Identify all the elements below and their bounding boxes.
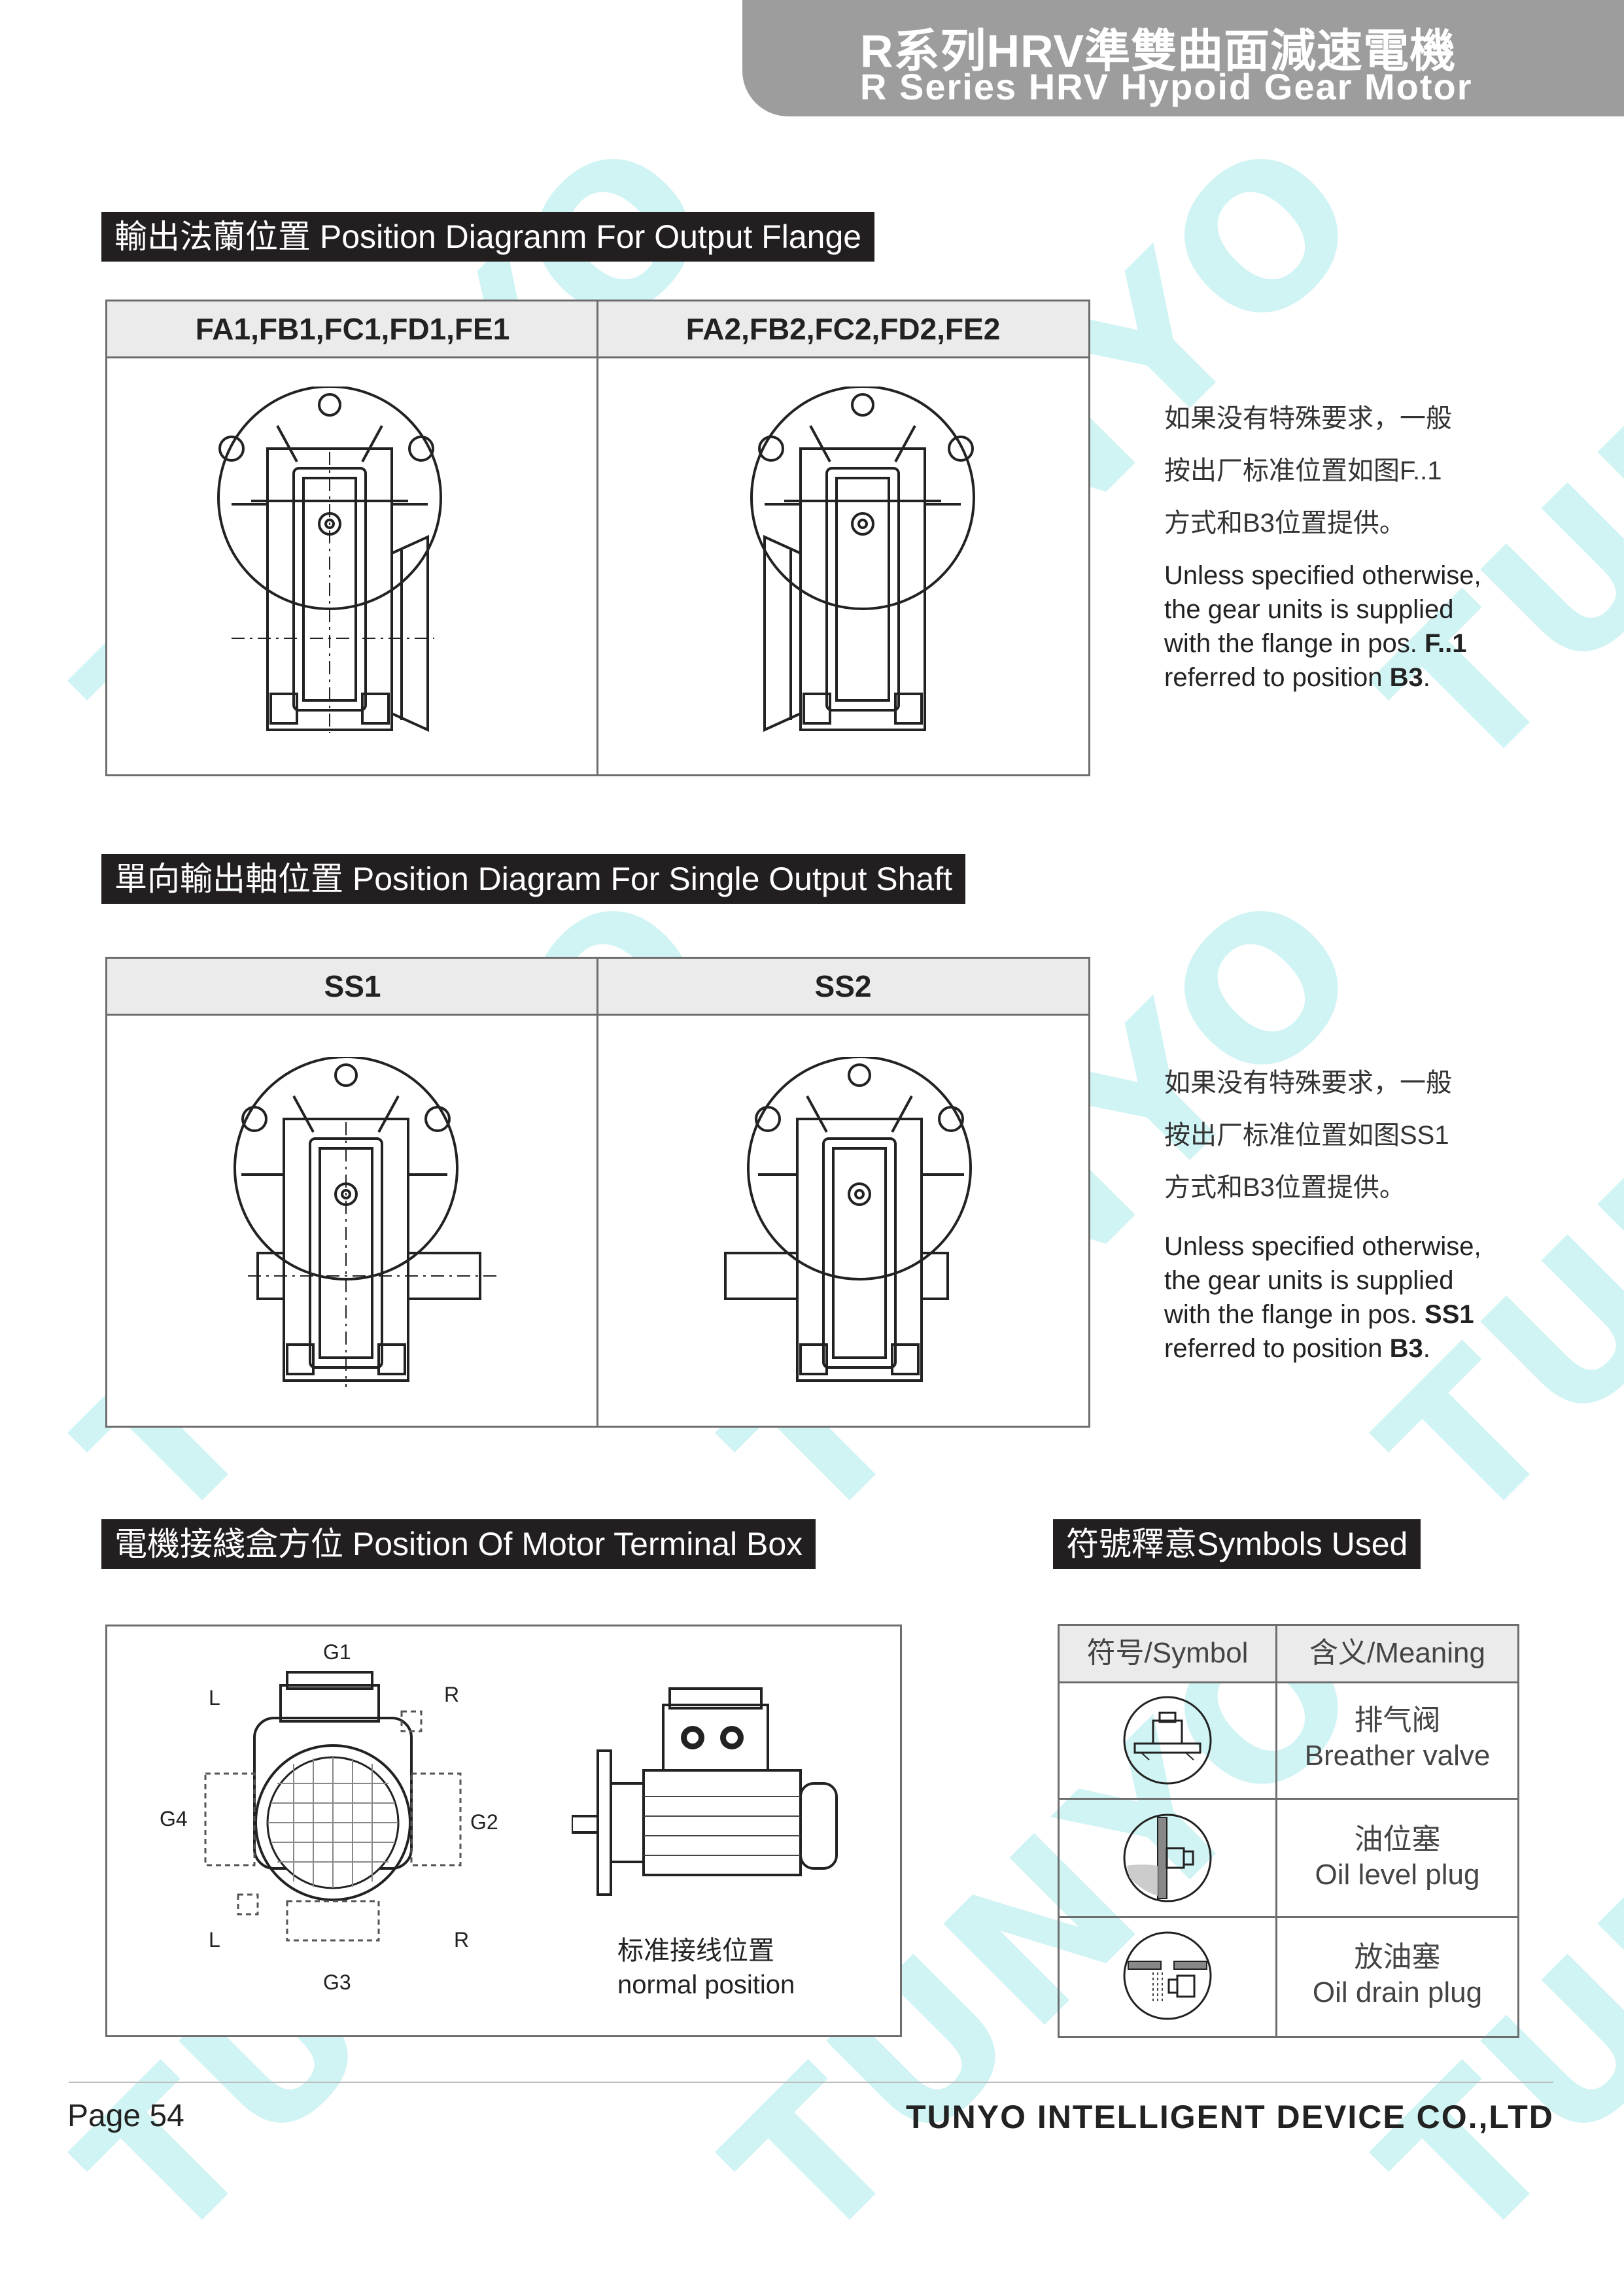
gearbox-shaft-right-diagram bbox=[233, 1057, 496, 1387]
gearbox-flange-right-diagram bbox=[217, 387, 442, 733]
g1-label: G1 bbox=[323, 1640, 351, 1664]
page-number: Page 54 bbox=[67, 2099, 184, 2133]
terminal-section-title: 電機接綫盒方位 Position Of Motor Terminal Box bbox=[101, 1519, 816, 1569]
flange-col1-head: FA1,FB1,FC1,FD1,FE1 bbox=[107, 301, 598, 358]
footer-divider bbox=[69, 2082, 1553, 2083]
g2-label: G2 bbox=[470, 1810, 498, 1834]
l-bottom-label: L bbox=[209, 1928, 220, 1952]
flange-section-title: 輸出法蘭位置 Position Diagranm For Output Flan… bbox=[101, 212, 875, 262]
r-top-label: R bbox=[444, 1683, 459, 1706]
motor-end-view-diagram: G1 G2 G3 G4 L R L R bbox=[160, 1640, 498, 1994]
header-title-cn: R系列HRV準雙曲面減速電機 bbox=[860, 26, 1457, 77]
shaft-col2-head: SS2 bbox=[598, 959, 1088, 1016]
shaft-table: SS1 SS2 bbox=[105, 957, 1090, 1428]
company-name: TUNYO INTELLIGENT DEVICE CO.,LTD bbox=[906, 2099, 1554, 2135]
motor-side-view-diagram bbox=[572, 1687, 838, 1896]
oil-drain-plug-icon bbox=[1123, 1931, 1212, 2020]
oil-level-plug-icon bbox=[1123, 1814, 1212, 1902]
symbols-head-symbol: 符号/Symbol bbox=[1086, 1637, 1249, 1669]
g4-label: G4 bbox=[160, 1807, 188, 1831]
r-bottom-label: R bbox=[454, 1928, 469, 1952]
shaft-section-title: 單向輸出軸位置 Position Diagram For Single Outp… bbox=[101, 854, 966, 904]
shaft-note-cn: 如果没有特殊要求，一般 按出厂标准位置如图SS1 方式和B3位置提供。 bbox=[1164, 1069, 1452, 1202]
symbols-head-meaning: 含义/Meaning bbox=[1309, 1637, 1485, 1669]
header-title-en: R Series HRV Hypoid Gear Motor bbox=[860, 66, 1473, 107]
flange-note-en: Unless specified otherwise, the gear uni… bbox=[1164, 561, 1481, 692]
terminal-panel: G1 G2 G3 G4 L R L R 标准接线位置 normal positi… bbox=[105, 1625, 902, 2037]
g3-label: G3 bbox=[323, 1970, 351, 1994]
breather-valve-icon bbox=[1123, 1696, 1212, 1785]
symbols-section-title: 符號釋意Symbols Used bbox=[1053, 1519, 1421, 1569]
flange-col2-head: FA2,FB2,FC2,FD2,FE2 bbox=[598, 301, 1088, 358]
flange-table: FA1,FB1,FC1,FD1,FE1 FA2,FB2,FC2,FD2,FE2 bbox=[105, 300, 1090, 776]
normal-position-label: 标准接线位置 normal position bbox=[617, 1936, 795, 1999]
gearbox-shaft-left-diagram bbox=[724, 1057, 972, 1382]
flange-note-cn: 如果没有特殊要求，一般 按出厂标准位置如图F..1 方式和B3位置提供。 bbox=[1164, 404, 1452, 538]
page-header: R系列HRV準雙曲面減速電機 R Series HRV Hypoid Gear … bbox=[742, 0, 1624, 116]
l-top-label: L bbox=[209, 1686, 220, 1710]
shaft-col1-head: SS1 bbox=[107, 959, 598, 1016]
gearbox-flange-left-diagram bbox=[750, 387, 975, 732]
shaft-note-en: Unless specified otherwise, the gear uni… bbox=[1164, 1232, 1481, 1363]
